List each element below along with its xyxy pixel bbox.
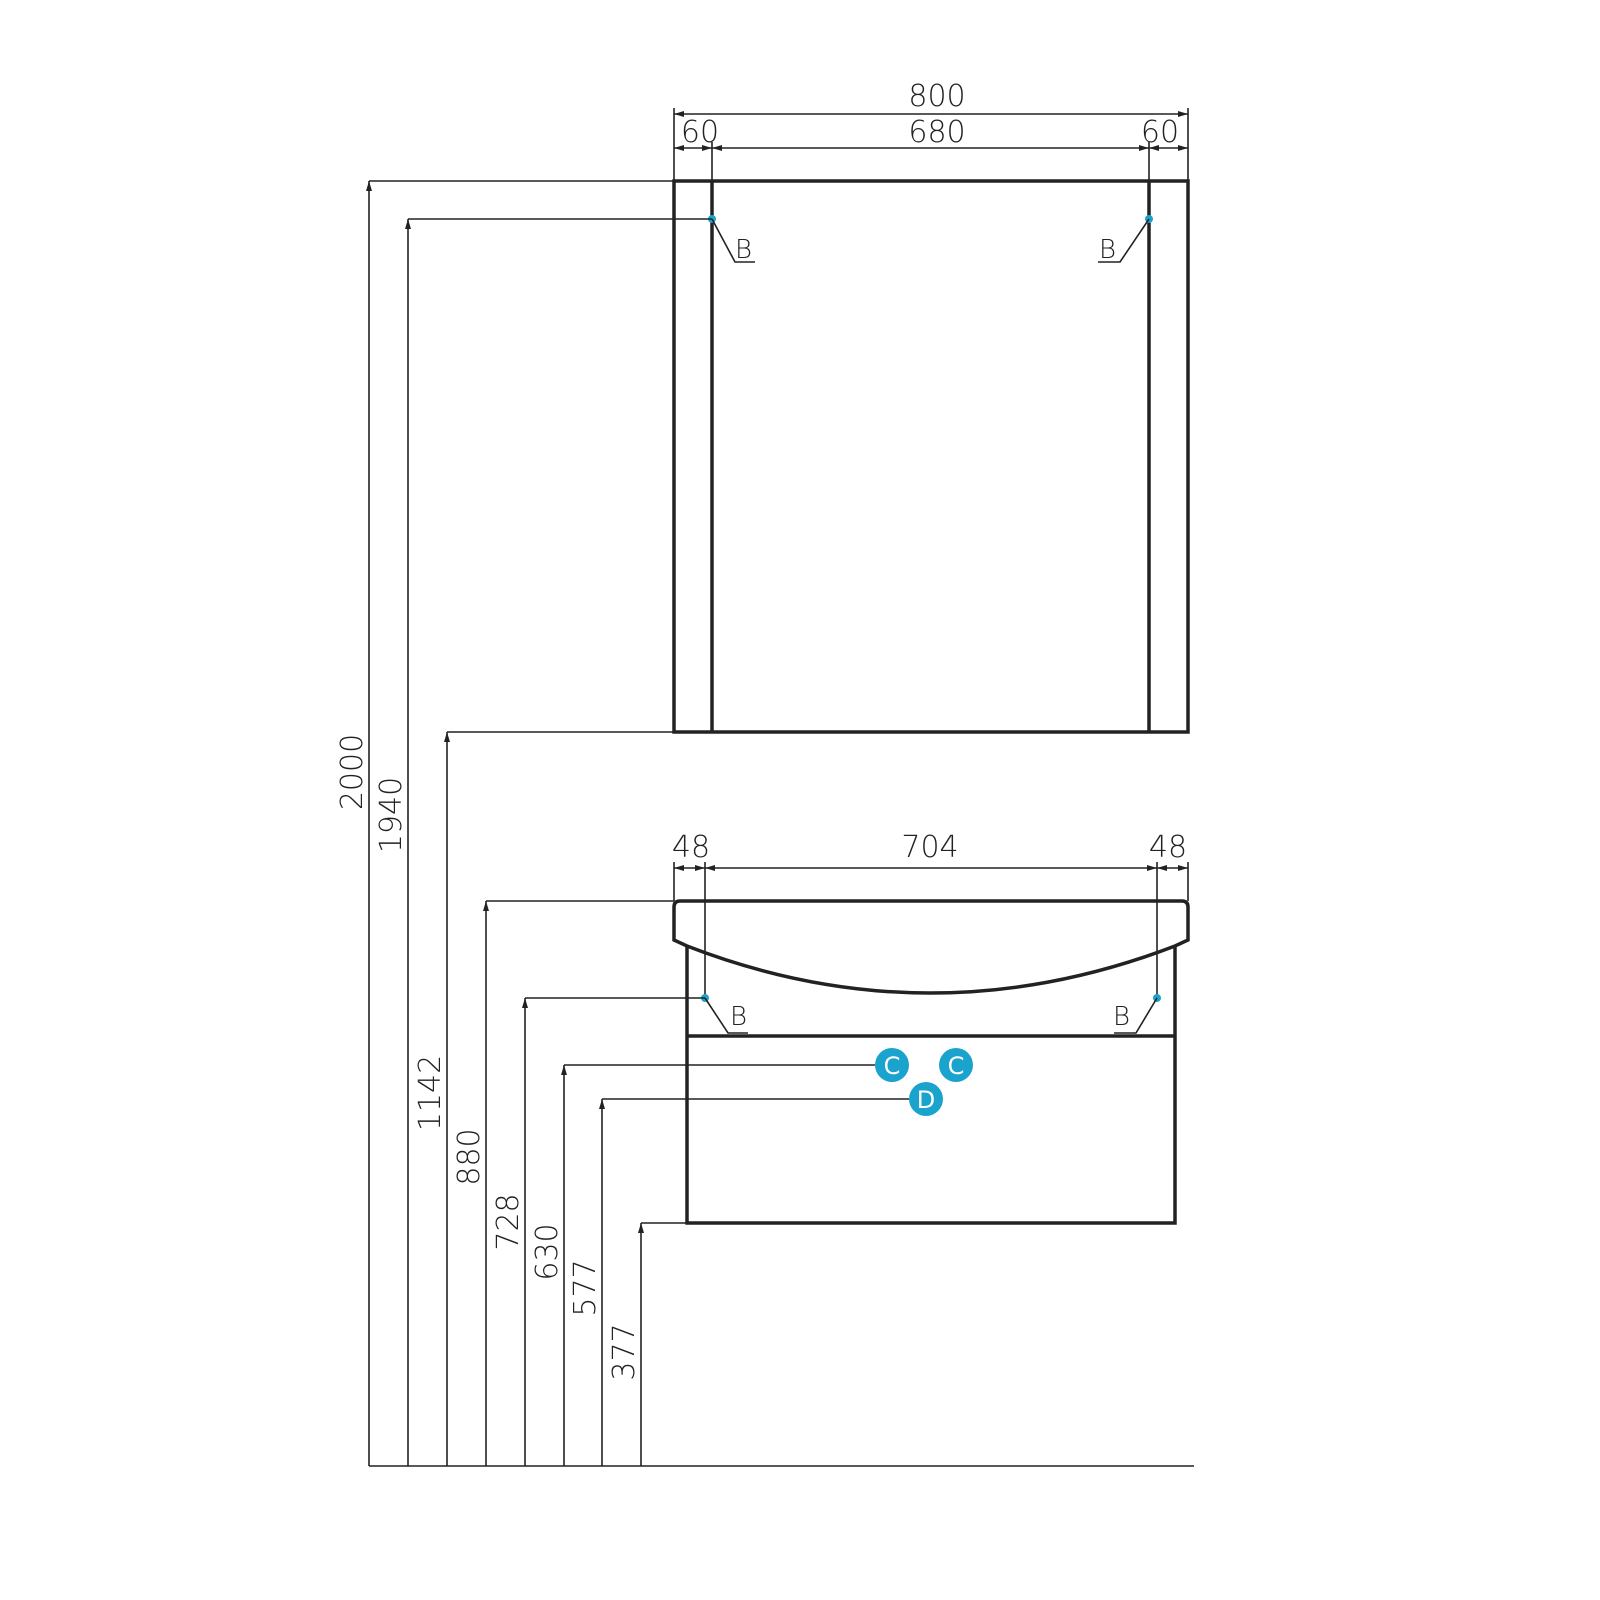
height-728: 728 <box>491 1193 526 1250</box>
mirror: 800 60 680 60 B B <box>672 79 1190 734</box>
height-2000: 2000 <box>335 734 370 810</box>
height-1142: 1142 <box>413 1055 448 1131</box>
height-880: 880 <box>452 1128 487 1185</box>
cabinet-width-right: 48 <box>1149 830 1187 865</box>
height-dimensions: 2000 1940 1142 880 728 630 577 377 <box>335 180 909 1466</box>
cabinet-width-middle: 704 <box>901 830 958 865</box>
height-630: 630 <box>530 1223 565 1280</box>
mirror-width-left: 60 <box>681 115 719 150</box>
washbasin-outline <box>672 899 1190 995</box>
mirror-width-right: 60 <box>1141 115 1179 150</box>
marker-d: D <box>917 1086 935 1114</box>
height-377: 377 <box>607 1323 642 1380</box>
mirror-width-middle: 680 <box>908 115 965 150</box>
water-inlet-marker-icon <box>939 1048 973 1082</box>
mirror-fixing-label-right: B <box>1099 235 1116 265</box>
mirror-outline <box>672 179 1190 734</box>
height-1940: 1940 <box>374 777 409 853</box>
height-577: 577 <box>568 1259 603 1316</box>
water-inlet-marker-icon <box>875 1048 909 1082</box>
cabinet-fixing-label-left: B <box>730 1002 747 1032</box>
cabinet-fixing-label-right: B <box>1113 1002 1130 1032</box>
drain-marker-icon <box>909 1082 943 1116</box>
vanity-cabinet: 48 704 48 B B C C D <box>672 830 1190 1225</box>
cabinet-body <box>685 946 1177 1225</box>
marker-c-left: C <box>884 1052 901 1080</box>
mirror-width-total: 800 <box>908 79 965 114</box>
marker-c-right: C <box>948 1052 965 1080</box>
cabinet-width-left: 48 <box>672 830 710 865</box>
mirror-fixing-label-left: B <box>735 235 752 265</box>
